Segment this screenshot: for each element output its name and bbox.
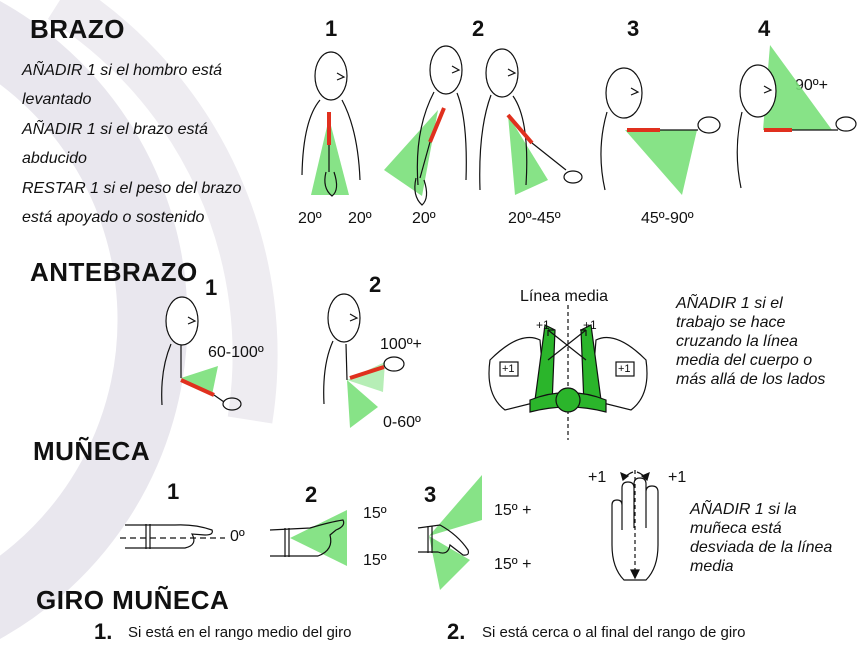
antebrazo-pos-1-number: 1 xyxy=(205,275,218,300)
muneca-angle-label: 15º xyxy=(363,505,387,522)
brazo-angle-label: 20º xyxy=(412,210,436,227)
muneca-angle-label: 15º + xyxy=(494,502,532,519)
antebrazo-pos-2-number: 2 xyxy=(369,272,382,297)
giro-item-1-text: Si está en el rango medio del giro xyxy=(128,624,352,641)
brazo-note-4: abducido xyxy=(22,150,87,167)
brazo-pos-3-number: 3 xyxy=(627,16,640,41)
antebrazo-angle-label: 0-60º xyxy=(383,414,421,431)
antebrazo-title: ANTEBRAZO xyxy=(30,257,198,287)
brazo-note-1: AÑADIR 1 si el hombro está xyxy=(22,62,223,79)
brazo-angle-label: 20º xyxy=(348,210,372,227)
brazo-pos-2-number: 2 xyxy=(472,16,485,41)
brazo-note-2: levantado xyxy=(22,91,92,108)
brazo-pos-4-number: 4 xyxy=(758,16,771,41)
antebrazo-angle-label: 60-100º xyxy=(208,344,264,361)
midline-label: Línea media xyxy=(520,288,609,305)
brazo-title: BRAZO xyxy=(30,14,125,44)
plus-one-label: +1 xyxy=(588,469,607,486)
giro-item-2-number: 2. xyxy=(447,619,466,644)
plus-one-label: +1 xyxy=(583,318,597,332)
brazo-note-6: está apoyado o sostenido xyxy=(22,209,205,226)
plus-one-label: +1 xyxy=(668,469,687,486)
brazo-pos-1-number: 1 xyxy=(325,16,338,41)
brazo-angle-label: 20º-45º xyxy=(508,210,561,227)
brazo-note-3: AÑADIR 1 si el brazo está xyxy=(22,121,208,138)
giro-item-1-number: 1. xyxy=(94,619,113,644)
muneca-angle-label: 15º + xyxy=(494,556,532,573)
antebrazo-note: AÑADIR 1 si el trabajo se hace cruzando … xyxy=(676,295,826,388)
brazo-angle-label: 45º-90º xyxy=(641,210,694,227)
muneca-pos-2-number: 2 xyxy=(305,482,318,507)
brazo-note-5: RESTAR 1 si el peso del brazo xyxy=(22,180,242,197)
antebrazo-angle-label: 100º+ xyxy=(380,336,422,353)
plus-one-label: +1 xyxy=(502,363,515,375)
brazo-angle-label: 90º+ xyxy=(795,77,828,94)
muneca-pos-1-number: 1 xyxy=(167,479,180,504)
muneca-title: MUÑECA xyxy=(33,436,151,466)
muneca-angle-label: 15º xyxy=(363,552,387,569)
giro-title: GIRO MUÑECA xyxy=(36,585,230,615)
muneca-note: AÑADIR 1 si la muñeca está desviada de l… xyxy=(690,501,833,575)
plus-one-label: +1 xyxy=(536,318,550,332)
giro-item-2-text: Si está cerca o al final del rango de gi… xyxy=(482,624,746,641)
plus-one-label: +1 xyxy=(618,363,631,375)
muneca-pos-3-number: 3 xyxy=(424,482,437,507)
brazo-angle-label: 20º xyxy=(298,210,322,227)
muneca-angle-label: 0º xyxy=(230,528,245,545)
